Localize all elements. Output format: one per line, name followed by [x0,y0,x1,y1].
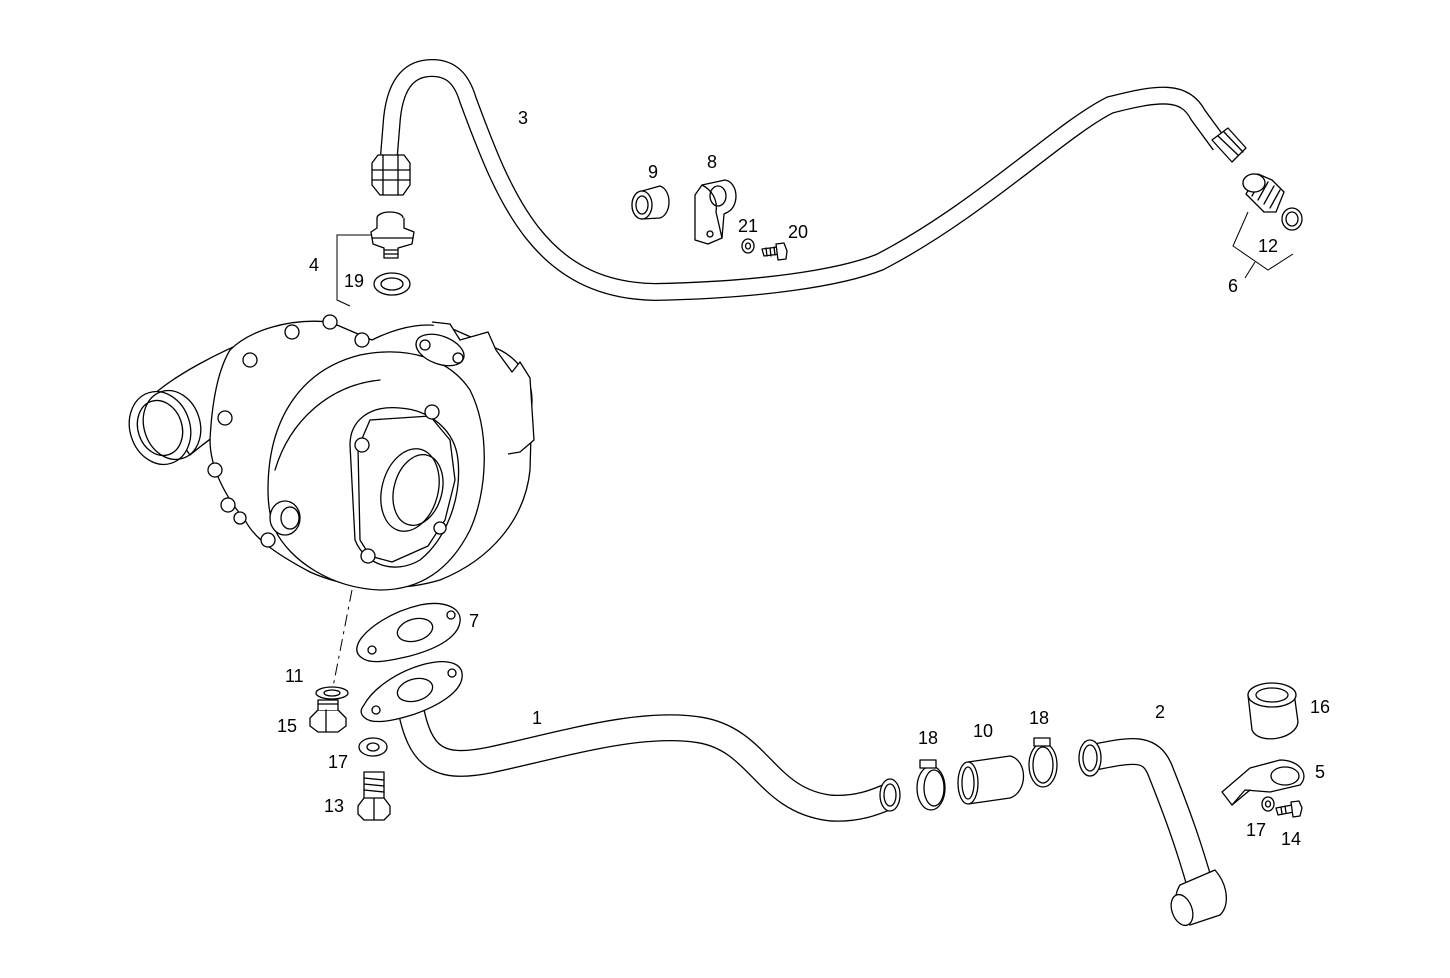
label-part-12: 12 [1258,236,1278,256]
label-part-17-left: 17 [328,752,348,772]
assembly-axis-line [331,589,353,693]
label-part-19: 19 [344,271,364,291]
part-16-grommet [1247,682,1299,740]
part-9-sleeve [631,185,670,220]
label-part-11: 11 [285,666,304,686]
part-19-washer [373,272,411,296]
label-part-8: 8 [707,152,717,172]
label-part-13: 13 [324,796,344,816]
part-12-washer [1281,207,1303,231]
part-13-bolt [357,771,391,821]
label-part-15: 15 [277,716,297,736]
part-8-clamp [694,179,737,245]
label-part-9: 9 [648,162,658,182]
label-part-1: 1 [532,708,542,728]
part-6-fitting [1242,173,1285,213]
label-part-2: 2 [1155,702,1165,722]
part-11-washer [315,686,349,700]
label-part-4: 4 [309,255,319,275]
part-20-screw [761,242,788,261]
bolt-bosses [207,314,370,548]
label-part-6: 6 [1228,276,1238,296]
part-2-elbow-pipe [1078,738,1227,927]
part-3-oil-feed-line [371,59,1247,301]
part-17-washer-right [1261,796,1275,812]
label-part-20: 20 [788,222,808,242]
label-part-5: 5 [1315,762,1325,782]
turbocharger [128,314,535,591]
part-7-gasket [356,602,461,663]
part-17-washer-left [358,737,388,757]
part-14-screw [1275,800,1303,818]
label-part-17-right: 17 [1246,820,1266,840]
part-18-clamp-right [1028,737,1058,788]
label-part-18-left: 18 [918,728,938,748]
part-15-plug [309,699,347,733]
label-part-18-right: 18 [1029,708,1049,728]
bracket-6 [1232,211,1294,279]
label-part-21: 21 [738,216,758,236]
part-5-bracket [1221,759,1305,806]
label-part-3: 3 [518,108,528,128]
part-10-hose [957,755,1024,805]
label-part-7: 7 [469,611,479,631]
part-21-washer [741,238,755,254]
part-labels: 3 9 8 21 20 4 19 12 6 7 11 15 17 13 1 18… [277,108,1330,849]
part-18-clamp-left [916,759,946,811]
label-part-10: 10 [973,721,993,741]
part-4-fitting [370,211,415,259]
label-part-16: 16 [1310,697,1330,717]
label-part-14: 14 [1281,829,1301,849]
bracket-4 [336,234,372,307]
part-1-drain-pipe [360,661,901,822]
